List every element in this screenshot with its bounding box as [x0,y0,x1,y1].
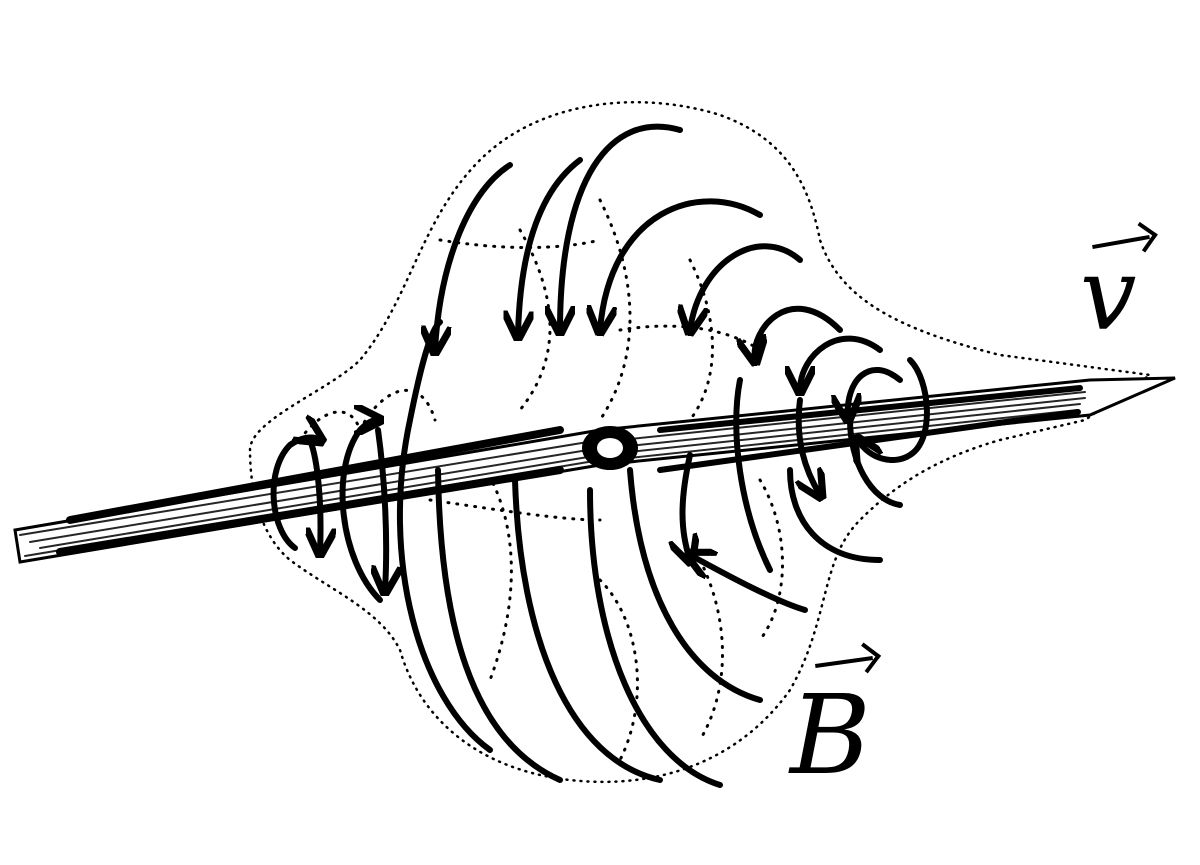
velocity-label: v [1080,236,1137,353]
field-loops [270,123,930,788]
point-charge [582,426,638,470]
field-label: B [790,671,871,799]
velocity-track [13,376,1176,564]
field-envelope [248,101,1152,784]
